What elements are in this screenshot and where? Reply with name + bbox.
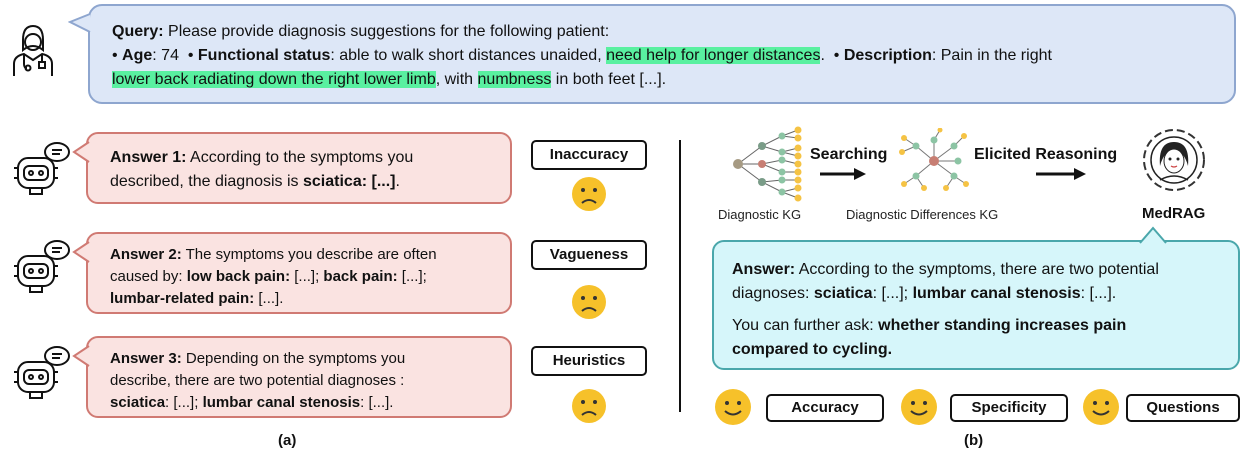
answer-3-text: Depending on the symptoms you bbox=[181, 350, 406, 367]
elicited-reasoning-label: Elicited Reasoning bbox=[974, 146, 1118, 163]
query-bubble-tail bbox=[68, 13, 91, 33]
robot-icon bbox=[14, 240, 70, 293]
answer-2-text: The symptoms you describe are often bbox=[181, 246, 437, 263]
answer-3-term: lumbar canal stenosis bbox=[202, 394, 361, 411]
medrag-label: MedRAG bbox=[1142, 205, 1206, 222]
answer-1-text: described, the diagnosis is bbox=[110, 173, 303, 190]
tag-inaccuracy: Inaccuracy bbox=[531, 140, 647, 170]
answer-2-text: [...]. bbox=[254, 290, 284, 307]
tag-specificity: Specificity bbox=[950, 394, 1068, 422]
description-end: in both feet [...]. bbox=[551, 71, 667, 88]
medrag-answer-tail bbox=[1139, 226, 1167, 244]
robot-icon bbox=[14, 346, 70, 399]
tag-vagueness: Vagueness bbox=[531, 240, 647, 270]
tag-heuristics: Heuristics bbox=[531, 346, 647, 376]
answer-2-text: [...]; bbox=[397, 268, 427, 285]
answer-3-bubble: Answer 3: Depending on the symptoms you … bbox=[86, 336, 512, 418]
sad-face-icon bbox=[572, 389, 606, 423]
description-label: Description bbox=[843, 47, 932, 64]
panel-label-a: (a) bbox=[278, 432, 297, 449]
description-text: : Pain in the right bbox=[931, 47, 1052, 64]
punct: . bbox=[395, 173, 400, 190]
query-bubble: Query: Please provide diagnosis suggesti… bbox=[88, 4, 1236, 104]
panel-label-b: (b) bbox=[964, 432, 984, 449]
medrag-answer-term: lumbar canal stenosis bbox=[912, 285, 1081, 302]
answer-3-label: Answer 3: bbox=[110, 350, 182, 367]
knowledge-graph-icon bbox=[733, 126, 802, 202]
punct: . bbox=[820, 47, 825, 64]
query-intro: Please provide diagnosis suggestions for… bbox=[168, 23, 610, 40]
answer-1-tail bbox=[72, 141, 90, 163]
answer-3-text: : [...]; bbox=[165, 394, 203, 411]
smile-face-icon bbox=[715, 389, 751, 425]
answer-3-text: : [...]. bbox=[360, 394, 394, 411]
query-label: Query: bbox=[112, 23, 164, 40]
description-mid: , with bbox=[435, 71, 478, 88]
tag-questions: Questions bbox=[1126, 394, 1240, 422]
age-value: : 74 bbox=[152, 47, 179, 64]
functional-status-highlight: need help for longer distances bbox=[606, 47, 821, 64]
answer-3-term: sciatica bbox=[110, 394, 166, 411]
searching-label: Searching bbox=[810, 146, 888, 163]
medrag-answer-label: Answer: bbox=[732, 261, 796, 278]
network-graph-icon bbox=[899, 128, 969, 191]
panel-divider bbox=[679, 140, 681, 412]
medrag-answer-text: You can further ask: bbox=[732, 317, 879, 334]
answer-2-term: back pain: bbox=[323, 268, 398, 285]
answer-2-label: Answer 2: bbox=[110, 246, 182, 263]
smile-face-icon bbox=[901, 389, 937, 425]
doctor-icon bbox=[13, 24, 53, 76]
sad-face-icon bbox=[572, 285, 606, 319]
medrag-answer-text: : [...]; bbox=[872, 285, 913, 302]
functional-status-label: Functional status bbox=[197, 47, 331, 64]
answer-2-bubble: Answer 2: The symptoms you describe are … bbox=[86, 232, 512, 314]
answer-2-term: lumbar-related pain: bbox=[110, 290, 255, 307]
answer-1-bubble: Answer 1: According to the symptoms you … bbox=[86, 132, 512, 204]
diagnostic-differences-kg-label: Diagnostic Differences KG bbox=[846, 207, 999, 222]
answer-3-text: describe, there are two potential diagno… bbox=[110, 372, 405, 389]
age-label: Age bbox=[122, 47, 153, 64]
answer-2-text: caused by: bbox=[110, 268, 187, 285]
answer-1-diagnosis: sciatica: [...] bbox=[303, 173, 396, 190]
robot-icon bbox=[14, 142, 70, 195]
answer-3-tail bbox=[72, 345, 90, 367]
medrag-answer-text: diagnoses: bbox=[732, 285, 814, 302]
smile-face-icon bbox=[1083, 389, 1119, 425]
diagnostic-kg-label: Diagnostic KG bbox=[718, 207, 802, 222]
medrag-answer-bubble: Answer: According to the symptoms, there… bbox=[712, 240, 1240, 370]
medrag-answer-text: According to the symptoms, there are two… bbox=[795, 261, 1159, 278]
description-highlight: lower back radiating down the right lowe… bbox=[112, 71, 436, 88]
answer-2-term: low back pain: bbox=[186, 268, 291, 285]
arrow-right-icon bbox=[820, 168, 866, 180]
medrag-answer-term: sciatica bbox=[813, 285, 873, 302]
answer-1-text: According to the symptoms you bbox=[186, 149, 414, 166]
tag-accuracy: Accuracy bbox=[766, 394, 884, 422]
medrag-answer-text: : [...]. bbox=[1080, 285, 1117, 302]
sad-face-icon bbox=[572, 177, 606, 211]
answer-2-text: [...]; bbox=[290, 268, 324, 285]
medrag-follow-up-question: whether standing increases pain bbox=[878, 317, 1127, 334]
medrag-follow-up-question: compared to cycling. bbox=[732, 341, 893, 358]
answer-2-tail bbox=[72, 241, 90, 263]
arrow-right-icon bbox=[1036, 168, 1086, 180]
functional-status-text: : able to walk short distances unaided, bbox=[330, 47, 607, 64]
numbness-highlight: numbness bbox=[477, 71, 552, 88]
medrag-avatar-icon bbox=[1143, 129, 1205, 191]
answer-1-label: Answer 1: bbox=[110, 149, 187, 166]
